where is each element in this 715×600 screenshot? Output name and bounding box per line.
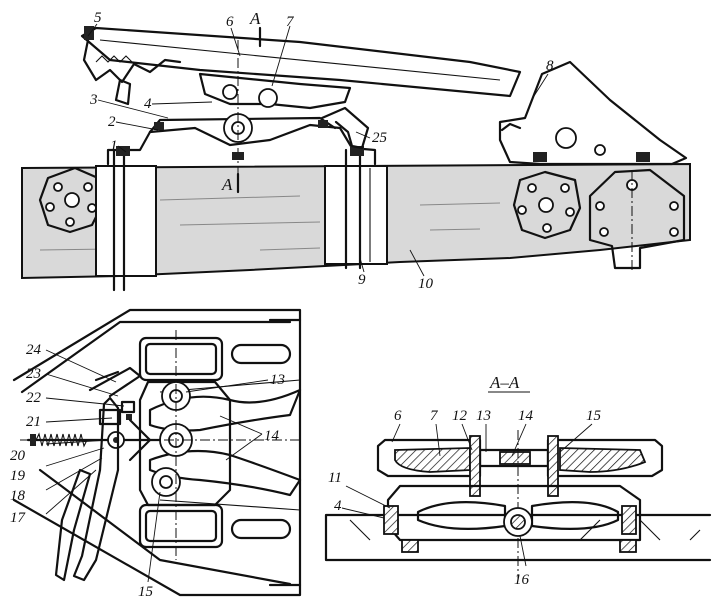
label-14-section: 14 [518, 408, 534, 424]
left-flange-plate [38, 166, 104, 234]
label-3: 3 [89, 92, 98, 108]
label-13-plan: 13 [270, 372, 285, 388]
label-15-section: 15 [586, 408, 602, 424]
label-23: 23 [26, 366, 41, 382]
label-2: 2 [108, 114, 116, 130]
label-25: 25 [372, 130, 388, 146]
vertical-lever [72, 396, 120, 582]
tube-middle [324, 165, 388, 265]
label-14-plan: 14 [264, 428, 280, 444]
label-6-section: 6 [394, 408, 402, 424]
label-4: 4 [144, 96, 152, 112]
section-title: A–A [489, 373, 520, 392]
section-mark-top: A [249, 9, 261, 28]
label-9: 9 [358, 272, 366, 288]
section-aa-view [324, 430, 712, 580]
spring-rack [82, 38, 182, 84]
label-18: 18 [10, 488, 26, 504]
label-24: 24 [26, 342, 42, 358]
label-5: 5 [94, 10, 102, 26]
leader-lines-section [341, 423, 593, 567]
side-elevation-view: A A [21, 9, 691, 292]
label-13-section: 13 [476, 408, 491, 424]
label-16: 16 [514, 572, 530, 588]
label-8: 8 [546, 58, 554, 74]
label-12-section: 12 [452, 408, 468, 424]
callout-labels: 5 6 7 8 3 4 2 1 25 9 10 24 23 22 21 20 1… [10, 10, 602, 600]
label-22: 22 [26, 390, 42, 406]
tube-left [95, 165, 157, 277]
label-19: 19 [10, 468, 26, 484]
label-21: 21 [26, 414, 41, 430]
plan-view [12, 308, 302, 597]
wood-texture [39, 195, 501, 251]
label-6: 6 [226, 14, 234, 30]
right-bracket [498, 60, 688, 166]
right-flange-plate [512, 170, 582, 240]
label-4-section: 4 [334, 498, 342, 514]
pedal-plate [80, 26, 522, 98]
label-10: 10 [418, 276, 434, 292]
right-mount [588, 168, 686, 270]
lever-arm [320, 106, 370, 150]
section-lower-frame [386, 484, 642, 542]
hinge-mechanism [198, 72, 352, 110]
leader-lines-top [87, 23, 549, 277]
label-7: 7 [286, 14, 295, 30]
leader-lines-plan [45, 349, 269, 583]
label-15-plan: 15 [138, 584, 154, 600]
plan-outline [12, 308, 302, 597]
section-mark-bottom: A [221, 175, 233, 194]
label-7-section: 7 [430, 408, 439, 424]
label-1: 1 [110, 138, 118, 154]
label-11: 11 [328, 470, 342, 486]
label-20: 20 [10, 448, 26, 464]
label-17: 17 [10, 510, 27, 526]
